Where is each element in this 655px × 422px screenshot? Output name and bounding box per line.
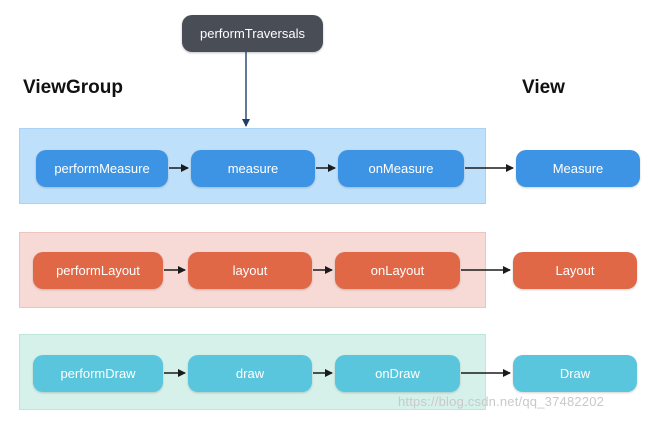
view-layout-node: Layout	[513, 252, 637, 289]
measure-node: measure	[191, 150, 315, 187]
layout-node: layout	[188, 252, 312, 289]
perform-layout-node: performLayout	[33, 252, 163, 289]
view-measure-node: Measure	[516, 150, 640, 187]
perform-draw-node: performDraw	[33, 355, 163, 392]
view-heading: View	[522, 77, 565, 98]
watermark-text: https://blog.csdn.net/qq_37482202	[398, 394, 605, 409]
on-measure-node: onMeasure	[338, 150, 464, 187]
on-draw-node: onDraw	[335, 355, 460, 392]
on-layout-node: onLayout	[335, 252, 460, 289]
perform-traversals-node: performTraversals	[182, 15, 323, 52]
viewgroup-heading: ViewGroup	[23, 77, 123, 98]
perform-measure-node: performMeasure	[36, 150, 168, 187]
view-draw-node: Draw	[513, 355, 637, 392]
draw-node: draw	[188, 355, 312, 392]
